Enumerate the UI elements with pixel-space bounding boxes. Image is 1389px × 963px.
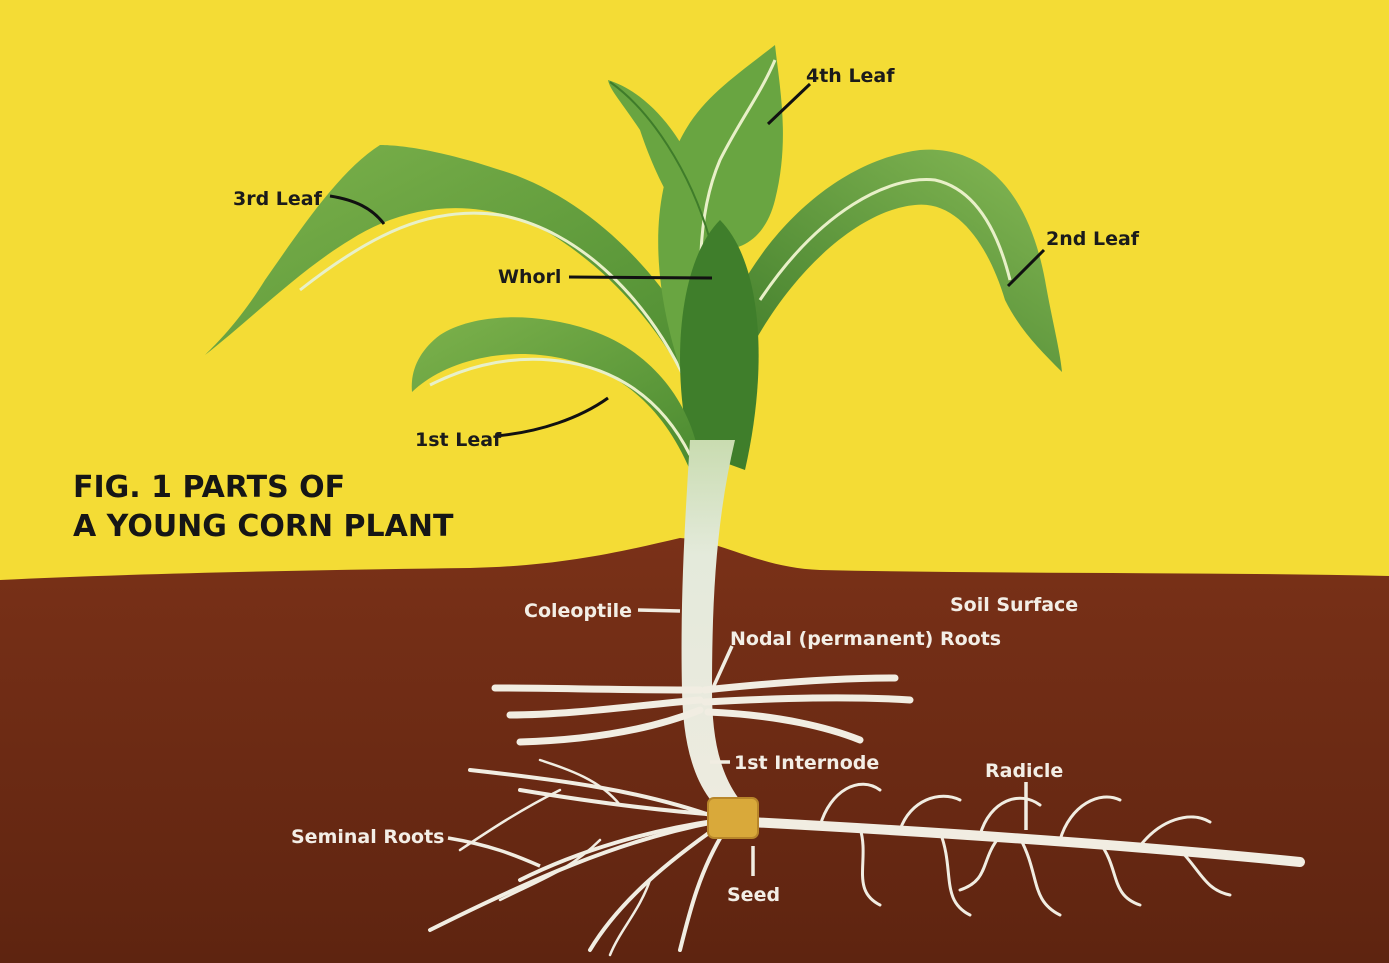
label-whorl: Whorl [498,266,561,288]
figure-title-line2: A YOUNG CORN PLANT [73,509,454,544]
label-radicle: Radicle [985,760,1063,782]
label-nodal-roots: Nodal (permanent) Roots [730,628,1001,650]
label-seminal-roots: Seminal Roots [291,826,444,848]
label-first-internode: 1st Internode [734,752,879,774]
label-first-leaf: 1st Leaf [415,429,502,451]
label-third-leaf: 3rd Leaf [233,188,323,210]
label-second-leaf: 2nd Leaf [1046,228,1140,250]
seed [708,798,758,838]
label-soil-surface: Soil Surface [950,594,1078,616]
label-seed: Seed [727,884,780,906]
label-coleoptile: Coleoptile [524,600,632,622]
label-fourth-leaf: 4th Leaf [806,65,895,87]
figure-title-line1: FIG. 1 PARTS OF [73,470,345,505]
